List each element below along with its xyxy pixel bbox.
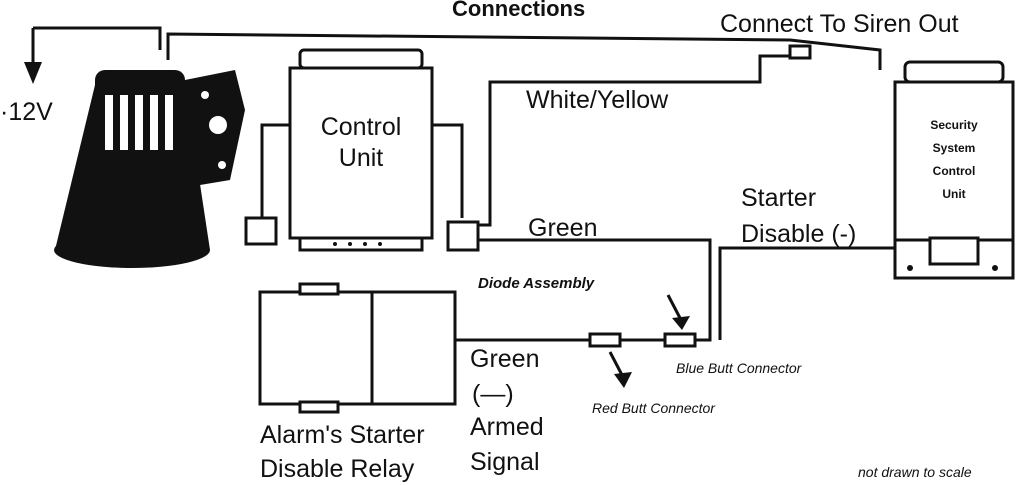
label-white-yellow: White/Yellow [526,86,669,114]
label-not-to-scale: not drawn to scale [858,464,972,480]
label-green-top: Green [528,214,598,242]
label-relay-1: Alarm's Starter [260,421,425,449]
header-title: Connections [452,0,586,21]
control-unit-line1: Control [320,113,402,141]
label-starter-disable-1: Starter [741,184,817,212]
siren-icon [54,70,245,268]
terminal-blocks [244,216,480,252]
relay-box [258,282,457,414]
pointer-arrow-icon [608,294,690,388]
security-unit-line1: Security [930,118,978,132]
security-unit-line2: System [932,141,976,155]
label-armed-dash: (—) [472,380,514,408]
label-armed: Armed [470,413,544,441]
security-unit-line4: Unit [942,187,966,201]
label-connect-to-siren-out: Connect To Siren Out [720,10,959,38]
security-unit-label: Security System Control Unit [895,114,1013,206]
label-relay-2: Disable Relay [260,455,415,483]
label-minus-12v: ·12V [0,98,53,126]
label-red-butt-connector: Red Butt Connector [592,400,715,416]
control-unit-label: Control Unit [290,112,432,174]
security-unit-line3: Control [932,164,976,178]
wires [31,26,900,342]
label-green-bottom: Green [470,345,540,373]
blue-butt-connector [663,332,697,348]
security-system-box [893,60,1015,280]
siren-out-connector [788,44,812,60]
label-diode-assembly: Diode Assembly [478,275,595,292]
label-blue-butt-connector: Blue Butt Connector [676,360,802,376]
label-starter-disable-2: Disable (-) [741,220,857,248]
red-butt-connector [588,332,622,348]
label-signal: Signal [470,448,540,476]
control-unit-line2: Unit [338,144,384,172]
arrow-down-icon [24,62,42,84]
control-unit-box [288,48,434,252]
